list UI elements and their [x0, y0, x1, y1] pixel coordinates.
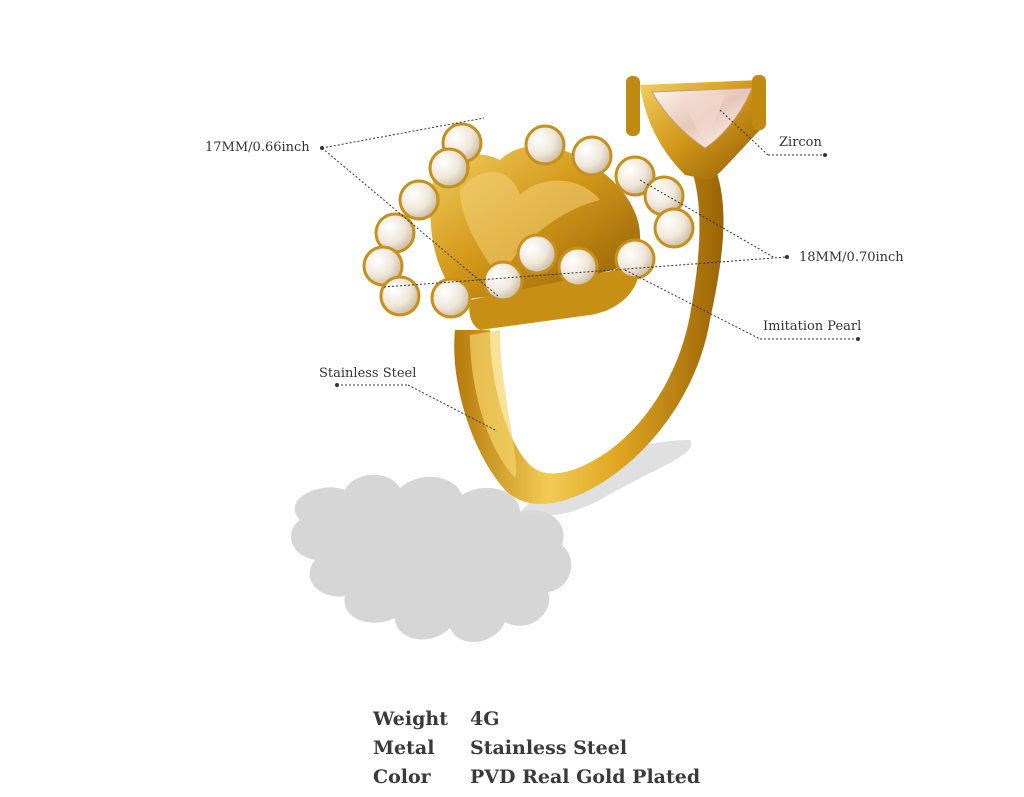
callout-zircon: Zircon [779, 135, 822, 150]
spec-value: Stainless Steel [470, 737, 628, 759]
ring-shadow [291, 474, 572, 643]
callout-stainless-steel: Stainless Steel [319, 366, 417, 381]
spec-row-color: Color PVD Real Gold Plated [373, 766, 793, 795]
callout-width-18: 18MM/0.70inch [799, 250, 904, 265]
spec-row-metal: Metal Stainless Steel [373, 737, 793, 766]
spec-key: Weight [373, 708, 448, 730]
spec-value: PVD Real Gold Plated [470, 766, 701, 788]
spec-value: 4G [470, 708, 500, 730]
callout-width-17: 17MM/0.66inch [205, 140, 310, 155]
callout-dots [320, 146, 860, 387]
ring-band [454, 160, 724, 504]
spec-key: Metal [373, 737, 435, 759]
spec-table: Weight 4G Metal Stainless Steel Color PV… [373, 708, 793, 795]
spec-key: Color [373, 766, 431, 788]
spec-row-weight: Weight 4G [373, 708, 793, 737]
callout-imitation-pearl: Imitation Pearl [763, 319, 862, 334]
callout-lines [321, 109, 858, 432]
pearl-halo [362, 122, 695, 319]
